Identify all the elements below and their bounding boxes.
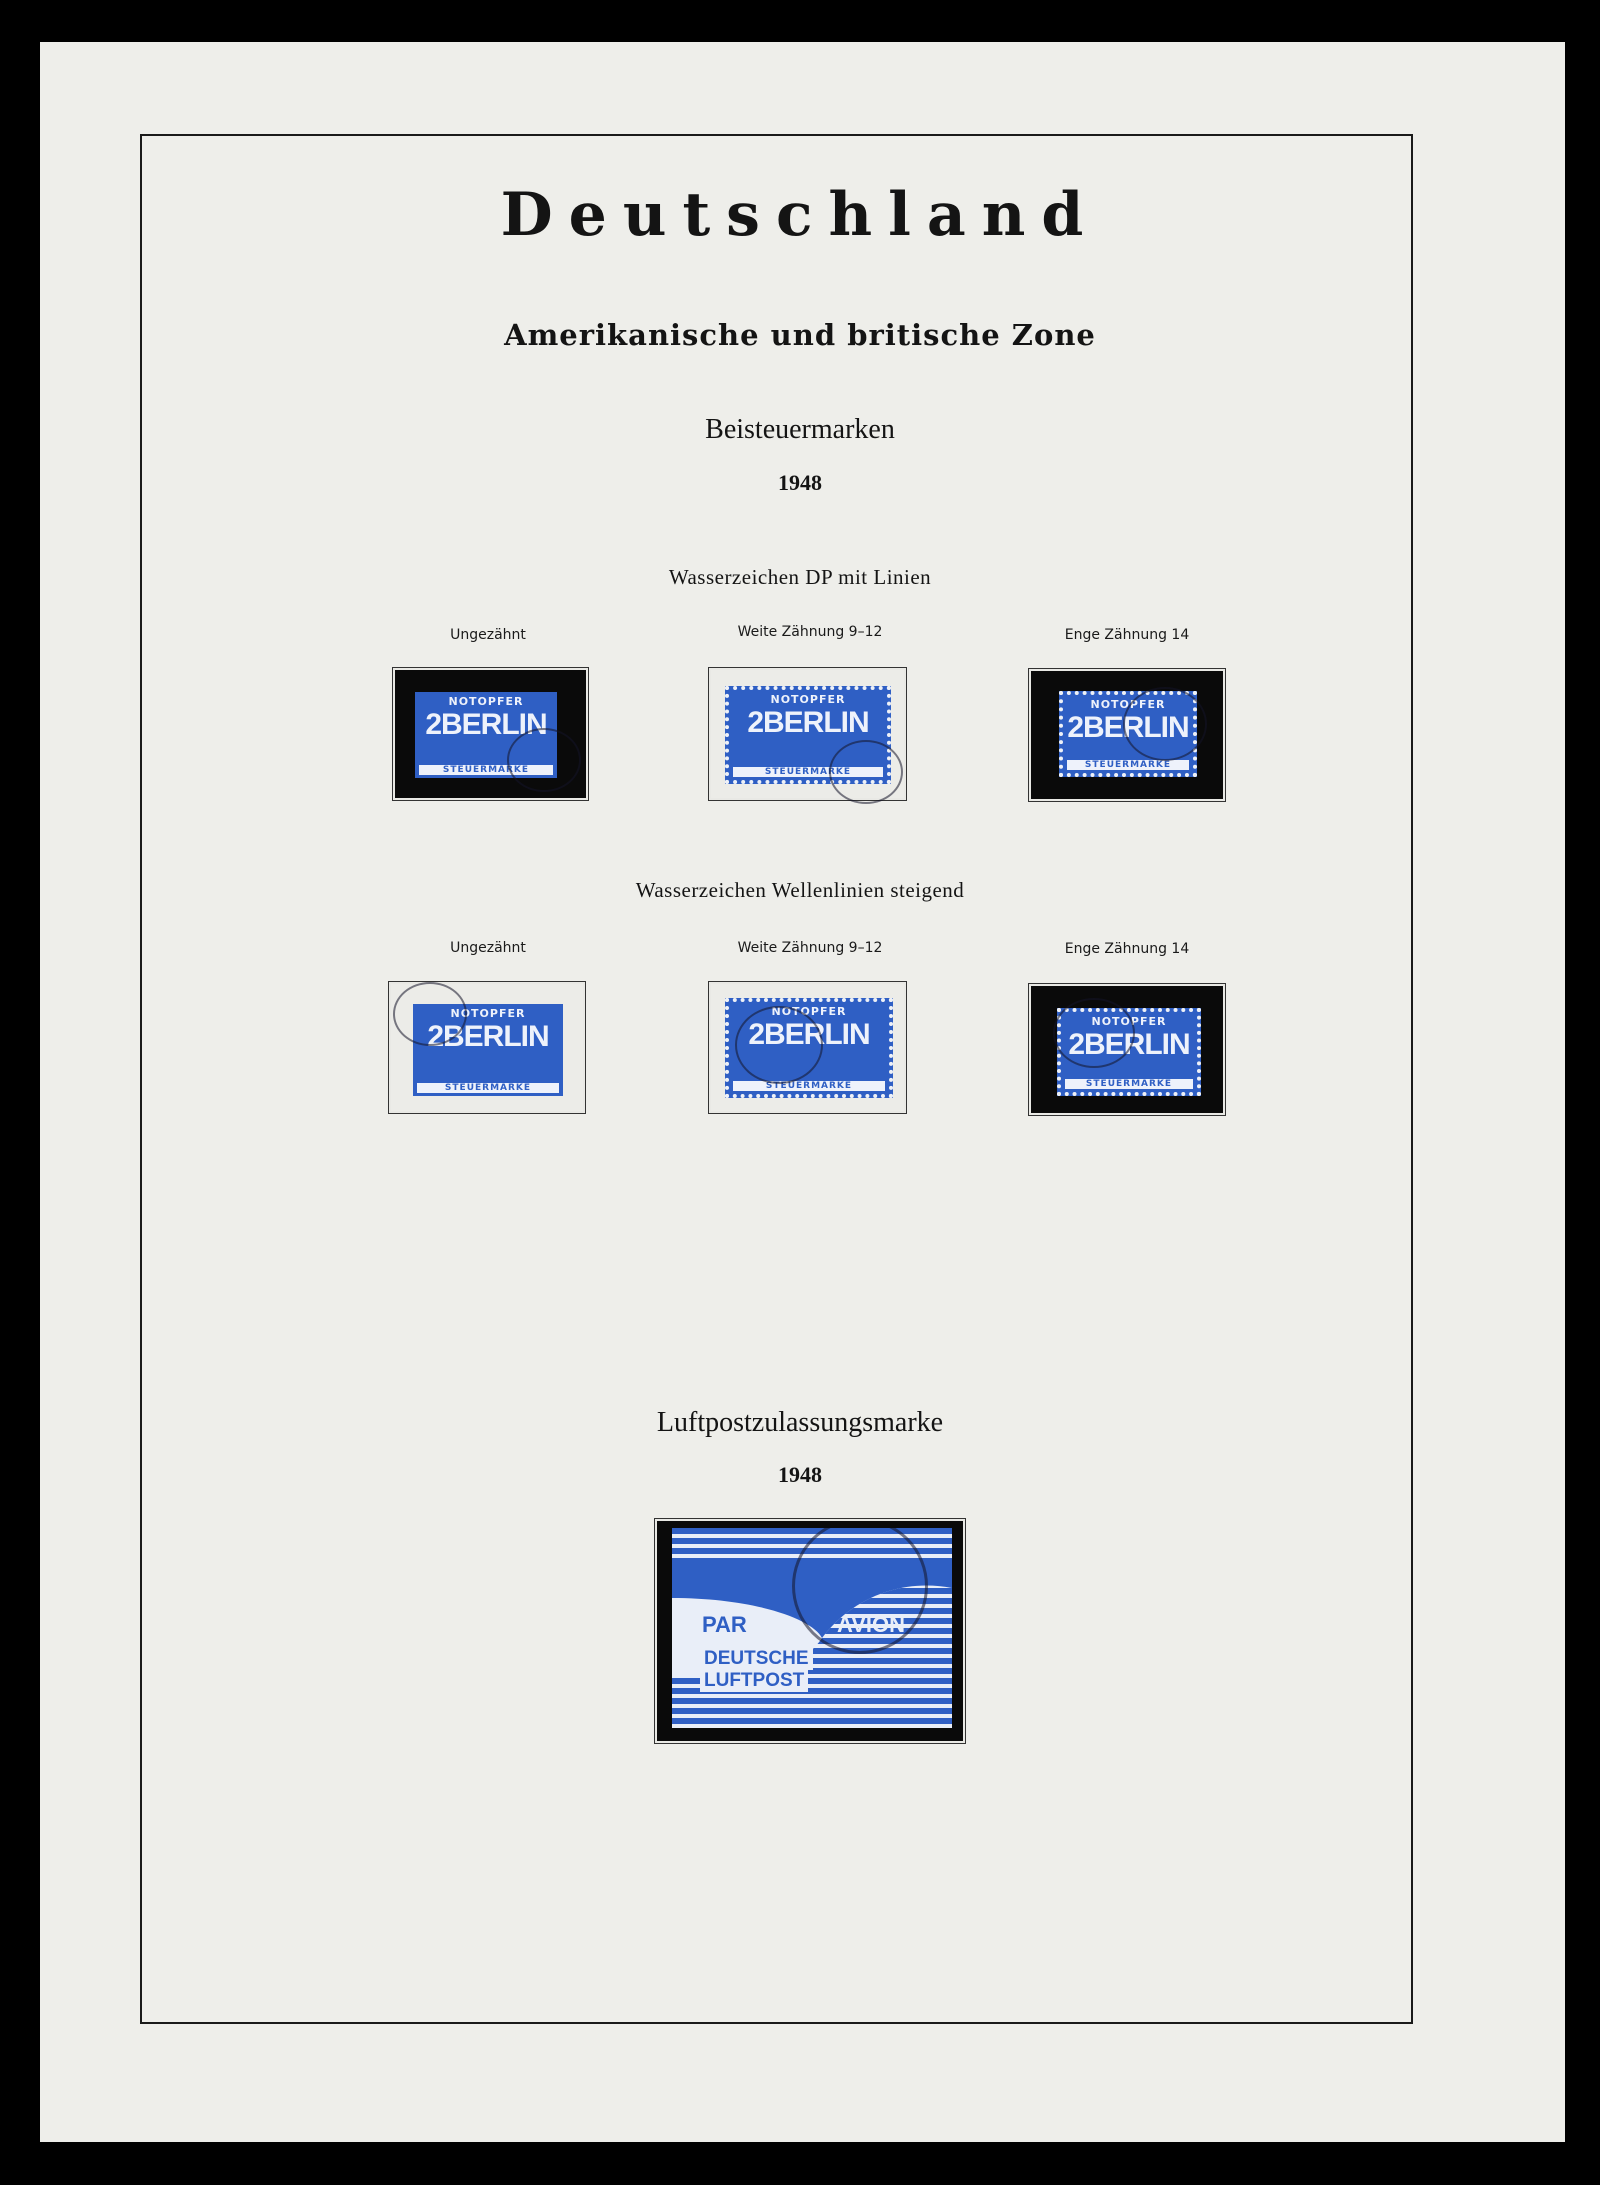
section-year: 1948 (778, 470, 822, 495)
watermark-label: Wasserzeichen DP mit Linien (668, 565, 932, 589)
notopfer-stamp: NOTOPFER 2BERLIN STEUERMARKE (1053, 998, 1201, 1096)
stamp-text-top: NOTOPFER (770, 693, 846, 706)
section-year: 1948 (778, 1462, 822, 1487)
postmark (507, 728, 581, 792)
postmark (829, 740, 903, 804)
stamp-text-bottom: STEUERMARKE (733, 1081, 885, 1091)
section-heading-luftpost: Luftpostzulassungsmarke (656, 1407, 944, 1438)
stamp-text-top: NOTOPFER (450, 1007, 526, 1020)
page-frame (140, 134, 1413, 2024)
column-caption: Weite Zähnung 9–12 (737, 624, 883, 640)
stamp-mount: NOTOPFER 2BERLIN STEUERMARKE (709, 982, 906, 1113)
stamp-text-bottom: STEUERMARKE (419, 765, 553, 775)
stamp-text-top: NOTOPFER (448, 695, 524, 708)
stamp-mount: NOTOPFER 2BERLIN STEUERMARKE (389, 982, 585, 1113)
luftpost-stamp: PAR AVION DEUTSCHE LUFTPOST (672, 1528, 952, 1728)
column-caption: Weite Zähnung 9–12 (737, 940, 883, 956)
postmark (735, 1006, 823, 1084)
postmark (1053, 998, 1135, 1068)
column-caption: Enge Zähnung 14 (1064, 941, 1190, 957)
stamp-mount: NOTOPFER 2BERLIN STEUERMARKE (1029, 984, 1225, 1115)
page-subtitle: Amerikanische und britische Zone (504, 318, 1096, 352)
watermark-label: Wasserzeichen Wellenlinien steigend (635, 878, 965, 902)
section-heading-beisteuermarken: Beisteuermarken (705, 414, 895, 445)
notopfer-stamp: NOTOPFER 2BERLIN STEUERMARKE (1059, 687, 1207, 777)
notopfer-stamp: NOTOPFER 2BERLIN STEUERMARKE (393, 982, 563, 1096)
stamp-mount: NOTOPFER 2BERLIN STEUERMARKE (709, 668, 906, 804)
stamp-text-luftpost: LUFTPOST (700, 1670, 809, 1692)
postmark (393, 982, 467, 1046)
stamp-text-bottom: STEUERMARKE (733, 767, 883, 777)
column-caption: Ungezähnt (450, 940, 526, 956)
notopfer-stamp: NOTOPFER 2BERLIN STEUERMARKE (725, 686, 903, 804)
stamp-text-bottom: STEUERMARKE (417, 1083, 559, 1093)
stamp-text-middle: 2BERLIN (747, 706, 869, 739)
column-caption: Enge Zähnung 14 (1064, 627, 1190, 643)
stamp-mount: NOTOPFER 2BERLIN STEUERMARKE (393, 668, 588, 800)
postmark (1123, 687, 1207, 761)
page-title: Deutschland (500, 180, 1100, 250)
stamp-text-bottom: STEUERMARKE (1065, 1079, 1193, 1089)
stamp-text-bottom: STEUERMARKE (1067, 760, 1189, 770)
stamp-text-par: PAR (702, 1612, 747, 1637)
notopfer-stamp: NOTOPFER 2BERLIN STEUERMARKE (725, 998, 893, 1098)
column-caption: Ungezähnt (450, 627, 526, 643)
notopfer-stamp: NOTOPFER 2BERLIN STEUERMARKE (415, 692, 581, 792)
postmark (792, 1528, 928, 1654)
stamp-mount: NOTOPFER 2BERLIN STEUERMARKE (1029, 669, 1225, 801)
stamp-text-deutsche: DEUTSCHE (700, 1648, 813, 1670)
